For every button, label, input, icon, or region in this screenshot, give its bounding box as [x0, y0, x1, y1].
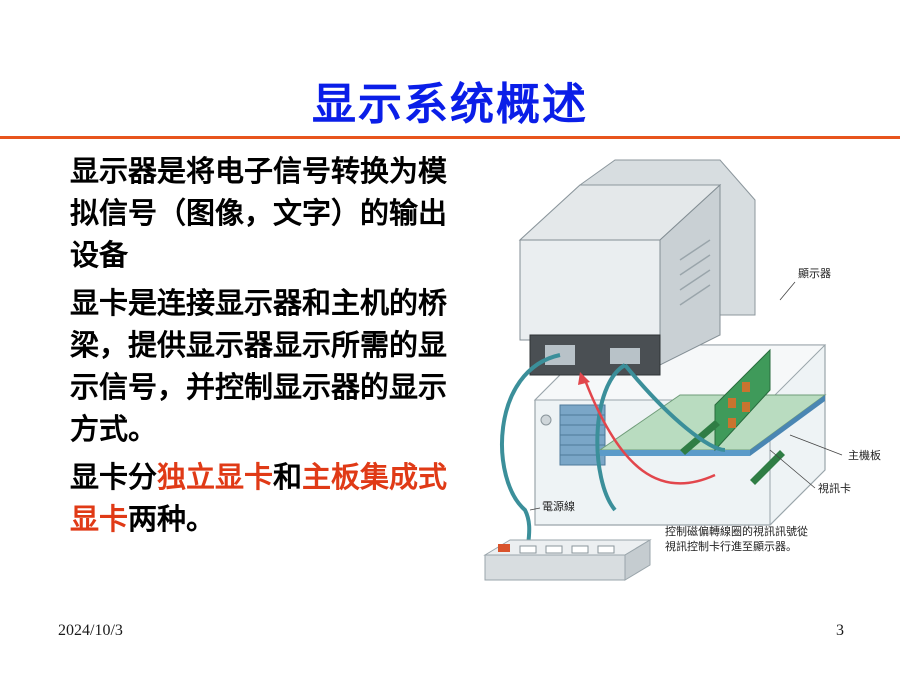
figure-caption-line1: 控制磁偏轉線圈的視訊訊號從 — [665, 524, 808, 538]
text-segment: 显卡分 — [70, 460, 158, 494]
cables — [500, 353, 726, 546]
highlight-discrete-card: 独立显卡 — [157, 460, 274, 494]
label-motherboard: 主機板 — [848, 448, 881, 462]
highlight-integrated-card: 主板集成式显卡 — [70, 460, 448, 536]
leader-lines — [529, 281, 843, 511]
title-divider — [0, 136, 900, 139]
paragraph-video-card-types: 显卡分独立显卡和主板集成式显卡两种。 — [70, 456, 470, 540]
monitor — [518, 159, 756, 376]
label-monitor: 顯示器 — [798, 267, 831, 280]
paragraph-monitor-definition: 显示器是将电子信号转换为模拟信号（图像，文字）的输出设备 — [70, 154, 448, 272]
page-number: 3 — [836, 622, 844, 639]
text-segment: 两种。 — [128, 502, 216, 536]
text-segment: 和 — [273, 460, 303, 494]
figure-caption-line2: 視訊控制卡行進至顯示器。 — [665, 539, 797, 553]
label-power-cord: 電源線 — [542, 499, 575, 513]
slide-body: 显示器是将电子信号转换为模拟信号（图像，文字）的输出设备 显卡是连接显示器和主机… — [70, 150, 470, 546]
slide-title: 显示系统概述 — [312, 79, 588, 130]
footer-date: 2024/10/3 — [58, 622, 123, 639]
computer-illustration: 顯示器 主機板 視訊卡 電源線 控制磁偏轉線圈的視訊訊號從 視訊控制卡行進至顯示… — [483, 159, 881, 581]
power-strip — [483, 539, 652, 581]
label-video-card: 視訊卡 — [818, 481, 851, 495]
paragraph-video-card-definition: 显卡是连接显示器和主机的桥梁，提供显示器显示所需的显示信号，并控制显示器的显示方… — [70, 286, 448, 446]
